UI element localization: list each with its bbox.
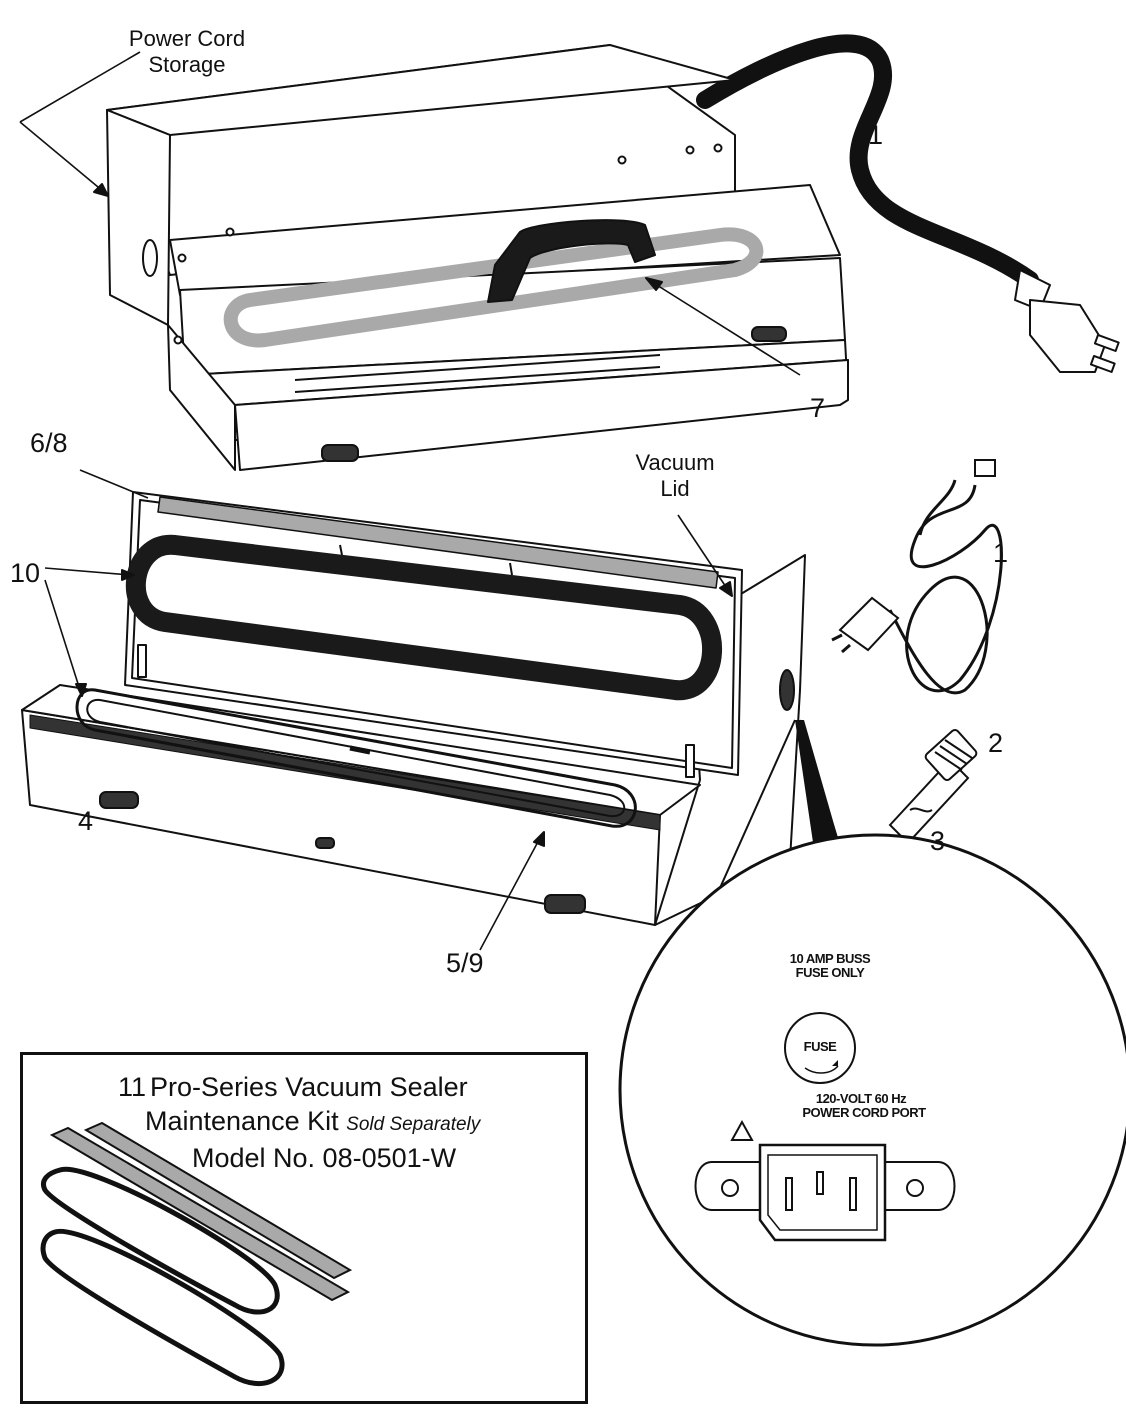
kit-item-number: 11	[118, 1072, 147, 1102]
lid-handle	[487, 219, 656, 303]
kit-sold-separately-note: Sold Separately	[346, 1114, 481, 1135]
lid-gasket	[125, 534, 722, 701]
vacuum-lid-line2: Lid	[660, 476, 690, 501]
callout-2-fuse-cap: 2	[988, 728, 1004, 758]
coiled-power-cord-illustration	[831, 459, 1003, 695]
power-plug-illustration	[1014, 269, 1120, 373]
kit-model-number: Model No. 08-0501-W	[192, 1143, 457, 1173]
callout-4-feet: 4	[78, 806, 94, 836]
power-cord-storage-label: Power Cord Storage	[112, 26, 262, 78]
callout-3-fuse: 3	[930, 826, 946, 856]
sealer-closed-illustration	[19, 34, 1120, 471]
maintenance-kit-parts	[40, 1121, 353, 1387]
voltage-warning-line1: 120-VOLT 60 Hz	[815, 1091, 907, 1106]
callout-6-8-seal-bar: 6/8	[30, 428, 68, 458]
callout-1-coiled-cord: 1	[993, 538, 1009, 568]
port-panel-closeup	[618, 833, 1126, 1347]
fuse-cap-label: FUSE	[803, 1039, 837, 1054]
warning-triangle-icon	[730, 1119, 754, 1141]
voltage-warning-line2: POWER CORD PORT	[802, 1104, 926, 1120]
maintenance-kit-box	[20, 1052, 588, 1404]
kit-title: Pro-Series Vacuum Sealer	[150, 1072, 468, 1102]
kit-subtitle: Maintenance Kit	[145, 1106, 339, 1136]
base-gasket	[75, 688, 637, 828]
callout-10-gaskets: 10	[10, 558, 41, 588]
voltage-warning-text: 120-VOLT 60 Hz POWER CORD PORT	[750, 1092, 960, 1119]
callout-1-power-cord: 1	[868, 120, 884, 150]
fuse-warning-line2: FUSE ONLY	[795, 964, 865, 980]
callout-7-handle: 7	[810, 393, 826, 423]
kit-title-line2: Maintenance Kit Sold Separately	[145, 1108, 480, 1135]
vacuum-lid-label: Vacuum Lid	[615, 450, 735, 502]
kit-gasket-small	[40, 1228, 285, 1387]
sealer-open-illustration	[21, 469, 856, 1086]
power-cord-cable	[696, 34, 1039, 289]
power-cord-storage-line1: Power Cord	[128, 26, 246, 51]
kit-gasket-large	[41, 1166, 280, 1315]
vacuum-lid-line1: Vacuum	[635, 450, 715, 475]
power-cord-storage-line2: Storage	[148, 52, 226, 77]
fuse-warning-text: 10 AMP BUSS FUSE ONLY	[760, 952, 900, 979]
fuse-warning-line1: 10 AMP BUSS	[789, 951, 871, 966]
callout-5-9-heat-strip: 5/9	[446, 948, 484, 978]
